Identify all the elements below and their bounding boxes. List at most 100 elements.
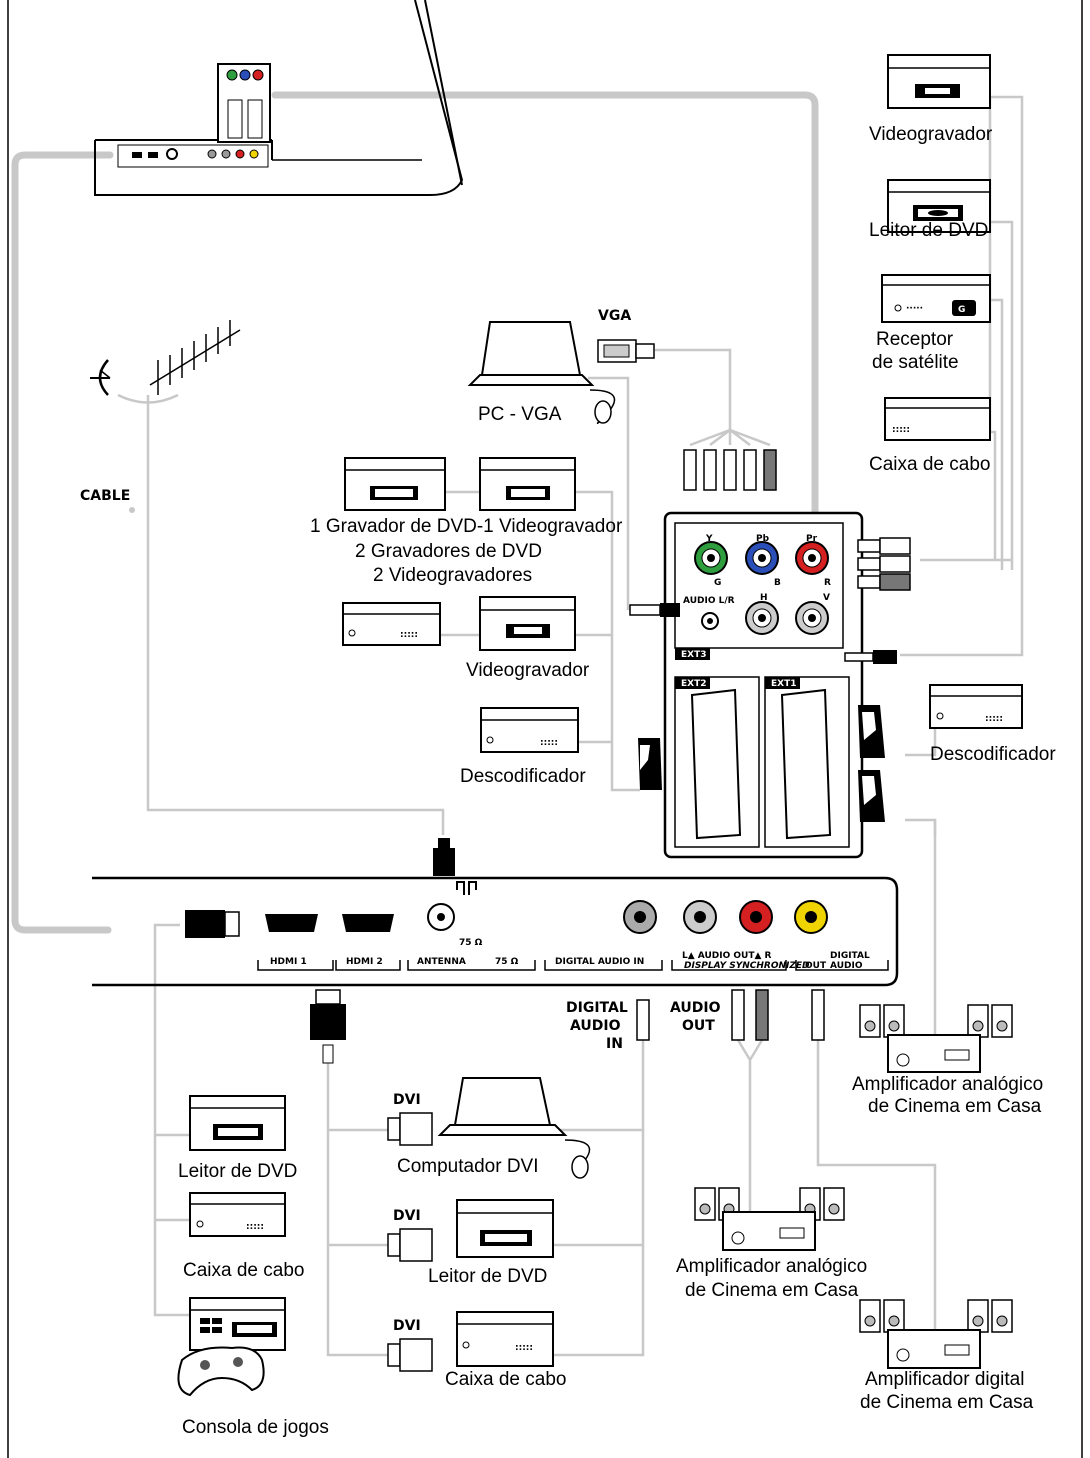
device-cable-bottom-left: ::::: bbox=[190, 1193, 285, 1236]
bp-digital: DIGITAL bbox=[830, 951, 870, 961]
panel-ext2: EXT2 bbox=[681, 679, 707, 689]
label-dai-1: DIGITAL bbox=[566, 1000, 628, 1016]
label-amp-right-2: de Cinema em Casa bbox=[868, 1096, 1042, 1117]
panel-b: B bbox=[774, 578, 781, 588]
svg-text::::::: ::::: bbox=[515, 1343, 533, 1353]
label-recorder-line1: 1 Gravador de DVD-1 Videogravador bbox=[310, 516, 623, 537]
right-bus-4 bbox=[990, 432, 995, 560]
digital-in-3 bbox=[553, 1245, 643, 1355]
label-vga: VGA bbox=[598, 308, 631, 324]
device-cable-top: ::::: bbox=[885, 398, 990, 440]
dvi-plug-3-icon bbox=[388, 1339, 432, 1371]
label-dvi-2: DVI bbox=[393, 1208, 421, 1224]
panel-ext1: EXT1 bbox=[771, 679, 797, 689]
device-vcr-top bbox=[888, 55, 990, 108]
device-vcr-recorder bbox=[480, 458, 575, 510]
dvi-plug-2-icon bbox=[388, 1229, 432, 1261]
label-cable-dvi: Caixa de cabo bbox=[445, 1369, 566, 1390]
panel-ext3: EXT3 bbox=[681, 650, 707, 660]
label-pc-vga: PC - VGA bbox=[478, 404, 562, 425]
rca-plugs-right-icon bbox=[858, 538, 910, 590]
panel-r: R bbox=[824, 578, 831, 588]
satellite-dish-icon bbox=[90, 360, 110, 395]
label-sat-line1: Receptor bbox=[876, 329, 954, 350]
hdmi1-bus bbox=[155, 925, 190, 1315]
panel-h: H bbox=[760, 593, 768, 603]
label-audio-out-1: AUDIO bbox=[670, 1000, 721, 1016]
label-amp-digital-1: Amplificador digital bbox=[865, 1369, 1024, 1390]
bp-ohm: 75 Ω bbox=[495, 957, 519, 967]
label-decoder-right: Descodificador bbox=[930, 744, 1056, 765]
label-recorder-line3: 2 Videogravadores bbox=[373, 565, 532, 586]
svg-text::::::: ::::: bbox=[540, 738, 558, 748]
label-console: Consola de jogos bbox=[182, 1417, 329, 1438]
panel-pr: Pr bbox=[806, 534, 818, 544]
digital-audio-plugs-icon bbox=[637, 990, 824, 1040]
label-vcr-top: Videogravador bbox=[869, 124, 993, 145]
bp-audio: AUDIO bbox=[830, 961, 863, 971]
label-dvd-dvi: Leitor de DVD bbox=[428, 1266, 547, 1287]
vga-plug-icon bbox=[598, 340, 654, 362]
label-amp-digital-2: de Cinema em Casa bbox=[860, 1392, 1034, 1413]
hdmi-plug-down-icon bbox=[310, 990, 346, 1063]
label-sat-line2: de satélite bbox=[872, 352, 959, 373]
panel-v: V bbox=[823, 593, 830, 603]
device-dvd-bottom bbox=[190, 1096, 285, 1150]
bp-hdmi2: HDMI 2 bbox=[346, 957, 383, 967]
panel-audio-lr: AUDIO L/R bbox=[683, 596, 735, 606]
amp-mid-icon bbox=[695, 1188, 844, 1250]
digital-in-cable bbox=[550, 1030, 643, 1130]
device-sat-receiver: ····· G bbox=[882, 275, 990, 322]
thick-cable-left bbox=[15, 155, 110, 930]
label-amp-right-1: Amplificador analógico bbox=[852, 1074, 1043, 1095]
label-dvd-bottom: Leitor de DVD bbox=[178, 1161, 297, 1182]
jack-plug-left-icon bbox=[630, 603, 680, 617]
svg-text:·····: ····· bbox=[906, 304, 923, 314]
panel-g: G bbox=[714, 578, 721, 588]
device-decoder-right: ::::: bbox=[930, 685, 1022, 728]
device-dvd-recorder bbox=[345, 458, 445, 510]
svg-text::::::: ::::: bbox=[400, 630, 418, 640]
cable-dot bbox=[129, 507, 135, 513]
vga-cable bbox=[655, 350, 730, 430]
label-dvd-top: Leitor de DVD bbox=[869, 220, 988, 241]
antenna-plug-icon bbox=[433, 838, 476, 895]
bp-hdmi1: HDMI 1 bbox=[270, 957, 307, 967]
device-dvd-dvi bbox=[457, 1200, 553, 1257]
bp-display-sync: DISPLAY SYNCHRONIZED bbox=[684, 961, 810, 971]
gamepad-icon bbox=[178, 1348, 263, 1396]
label-vcr-mid: Videogravador bbox=[466, 660, 590, 681]
svg-text::::::: ::::: bbox=[246, 1222, 264, 1232]
label-cable-bottom-left: Caixa de cabo bbox=[183, 1260, 304, 1281]
bp-audio-out: L▲ AUDIO OUT▲ R bbox=[682, 951, 772, 961]
device-cable-dvi: ::::: bbox=[457, 1312, 553, 1366]
device-decoder-left: ::::: bbox=[481, 708, 578, 752]
panel-pb: Pb bbox=[756, 534, 770, 544]
rca-plugs-component bbox=[684, 450, 776, 490]
label-amp-mid-2: de Cinema em Casa bbox=[685, 1280, 859, 1301]
label-pc-dvi: Computador DVI bbox=[397, 1156, 539, 1177]
label-decoder-left: Descodificador bbox=[460, 766, 586, 787]
label-dvi-1: DVI bbox=[393, 1092, 421, 1108]
device-small-box: ::::: bbox=[343, 603, 440, 645]
label-dvi-3: DVI bbox=[393, 1318, 421, 1334]
panel-y: Y bbox=[705, 534, 713, 544]
label-audio-out-2: OUT bbox=[682, 1018, 715, 1034]
label-amp-mid-1: Amplificador analógico bbox=[676, 1256, 867, 1277]
bp-antenna: ANTENNA bbox=[417, 957, 466, 967]
bp-digital-audio-in: DIGITAL AUDIO IN bbox=[555, 957, 644, 967]
device-game-console bbox=[190, 1298, 285, 1350]
svg-text:G: G bbox=[958, 305, 965, 315]
rca-fan bbox=[690, 430, 770, 445]
label-cable: CABLE bbox=[80, 488, 130, 504]
svg-text::::::: ::::: bbox=[892, 425, 910, 435]
device-vcr-mid bbox=[480, 597, 575, 650]
label-dai-2: AUDIO bbox=[570, 1018, 621, 1034]
dvi-plug-1-icon bbox=[388, 1113, 432, 1145]
hdmi2-bus bbox=[328, 1060, 390, 1355]
bp-out: OUT bbox=[805, 961, 827, 971]
label-recorder-line2: 2 Gravadores de DVD bbox=[355, 541, 542, 562]
digital-in-2 bbox=[553, 1130, 643, 1245]
